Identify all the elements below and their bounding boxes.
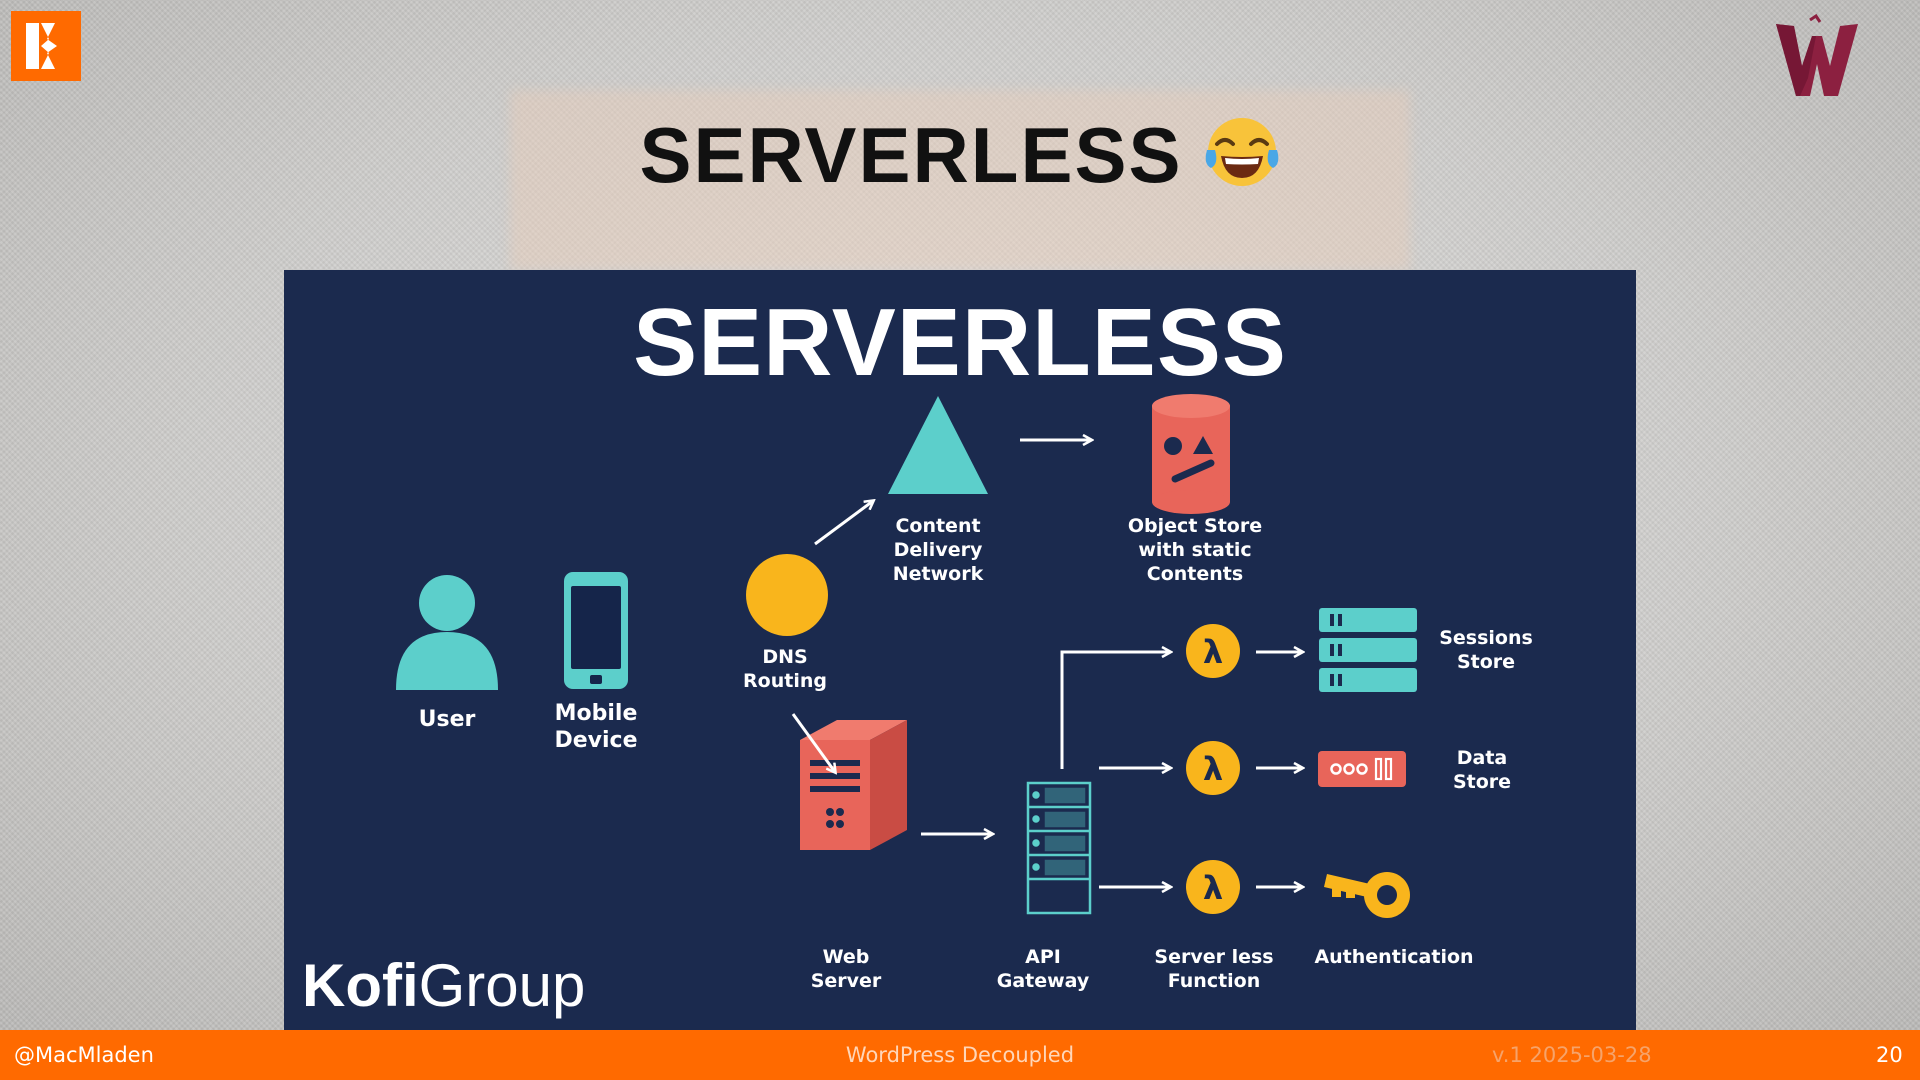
user-icon xyxy=(396,575,498,690)
sessions-store-icon xyxy=(1319,608,1417,692)
diagram-heading: SERVERLESS xyxy=(633,289,1287,396)
object-store-label: Object Store with static Contents xyxy=(1127,515,1263,585)
kreativa-logo xyxy=(11,11,81,81)
diagram-graphics: λ λ λ xyxy=(396,394,1417,918)
api-gateway-icon xyxy=(1026,781,1092,915)
data-store-icon xyxy=(1318,751,1406,787)
footer-talk-title: WordPress Decoupled xyxy=(845,1043,1075,1067)
cdn-label: Content Delivery Network xyxy=(892,515,984,585)
kofigroup-brand: KofiGroup xyxy=(302,952,586,1019)
lambda-function-icon xyxy=(1186,624,1240,914)
object-store-icon xyxy=(1152,394,1230,514)
authentication-label: Authentication xyxy=(1314,946,1474,968)
lambda-glyph: λ xyxy=(1203,633,1223,671)
authentication-key-icon xyxy=(1324,872,1410,918)
web-server-icon xyxy=(800,720,907,850)
page-number: 20 xyxy=(1876,1043,1903,1067)
lambda-glyph: λ xyxy=(1203,869,1223,907)
flow-arrows xyxy=(791,440,1302,887)
serverless-diagram: SERVERLESS xyxy=(284,270,1636,1030)
slide-title: SERVERLESS xyxy=(0,110,1920,201)
mobile-device-label: Mobile Device xyxy=(554,701,638,753)
api-gateway-label: API Gateway xyxy=(996,946,1090,992)
sessions-store-label: Sessions Store xyxy=(1439,627,1533,673)
footer-bar: @MacMladen WordPress Decoupled v.1 2025-… xyxy=(0,1030,1920,1080)
footer-handle: @MacMladen xyxy=(14,1043,154,1067)
tears-of-joy-emoji-icon xyxy=(1203,112,1281,190)
cdn-icon xyxy=(888,396,988,494)
data-store-label: Data Store xyxy=(1452,747,1512,793)
serverless-function-label: Server less Function xyxy=(1154,946,1274,992)
user-label: User xyxy=(418,707,476,732)
dns-routing-label: DNS Routing xyxy=(743,646,827,692)
dns-routing-icon xyxy=(746,554,828,636)
mobile-device-icon xyxy=(564,572,628,689)
footer-version: v.1 2025-03-28 xyxy=(1492,1043,1652,1067)
w-logo xyxy=(1772,13,1862,100)
lambda-glyph: λ xyxy=(1203,750,1223,788)
web-server-label: Web Server xyxy=(810,946,882,992)
